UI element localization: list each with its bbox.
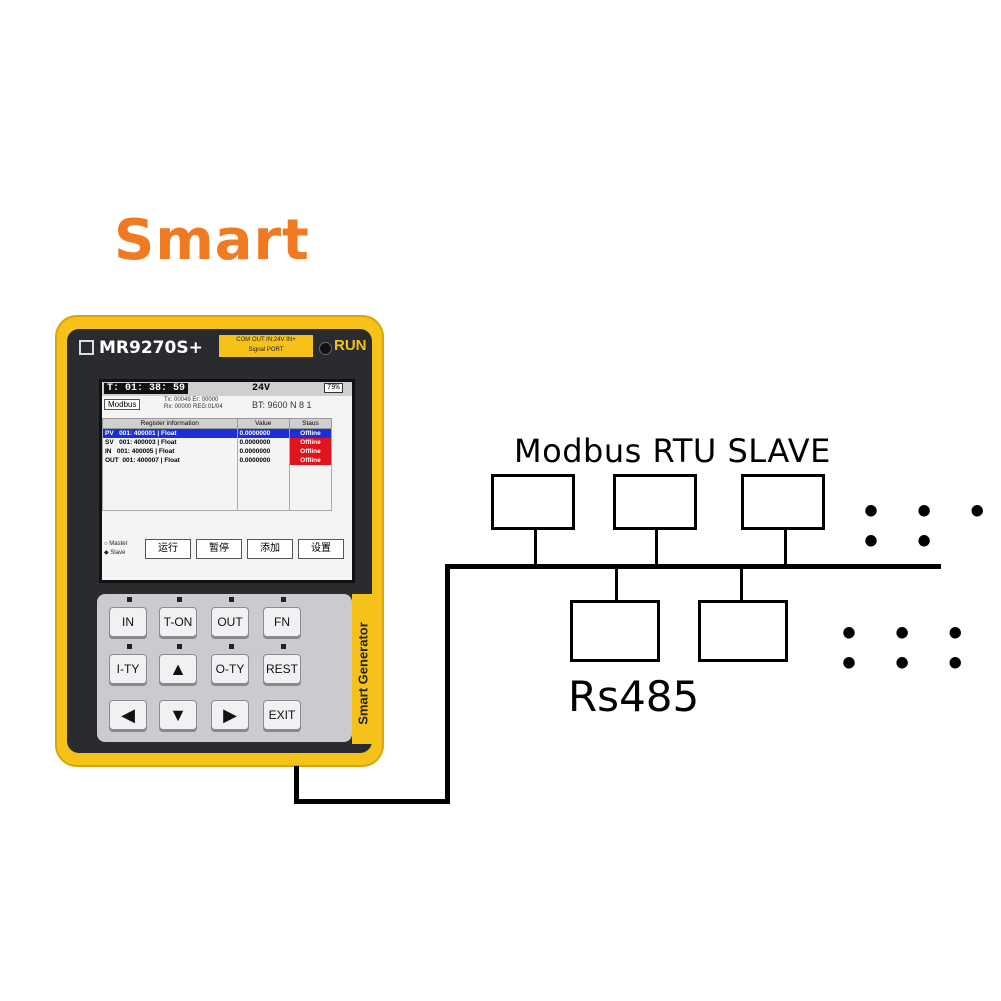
key-indicator-icon xyxy=(177,597,182,602)
device-face: MR9270S+ COM OUT IN:24V IN+ Signal PORT … xyxy=(67,329,372,753)
pause-button[interactable]: 暂停 xyxy=(196,539,242,559)
register-table: Register information Value Staus PV 001:… xyxy=(102,418,333,511)
status-cell: Offline xyxy=(288,447,333,456)
fn-key[interactable]: FN xyxy=(263,607,301,637)
battery-level: 79% xyxy=(324,383,343,393)
cable-segment xyxy=(294,799,450,804)
right-arrow-icon[interactable]: ▶ xyxy=(211,700,249,730)
rx-counter: Rx: 00000 REG:01/04 xyxy=(164,404,223,410)
o-ty-key[interactable]: O-TY xyxy=(211,654,249,684)
rs485-label: Rs485 xyxy=(568,672,700,721)
tx-counter: Tx: 00049 Er: 00000 xyxy=(164,397,219,403)
slave-box xyxy=(570,600,660,662)
run-led-icon xyxy=(319,342,332,355)
out-key[interactable]: OUT xyxy=(211,607,249,637)
title-smart: Smart xyxy=(114,208,310,273)
continuation-dots-bottom: • • • • • • xyxy=(842,611,977,685)
slave-box xyxy=(698,600,788,662)
radio-slave[interactable]: ◆ Slave xyxy=(104,550,126,556)
slave-connector xyxy=(655,530,658,566)
value-cell: 0.0000000 xyxy=(236,447,290,456)
status-cell: Offline xyxy=(288,456,333,465)
side-label-panel: Smart Generator xyxy=(352,594,372,744)
slave-box xyxy=(741,474,825,530)
model-name: MR9270S+ xyxy=(99,338,203,358)
value-cell: 0.0000000 xyxy=(236,456,290,465)
mode-badge: Modbus xyxy=(104,399,141,410)
continuation-dots-top: • • • • • xyxy=(864,489,999,563)
down-arrow-icon[interactable]: ▼ xyxy=(159,700,197,730)
slave-connector xyxy=(615,568,618,602)
table-row xyxy=(102,465,333,474)
tx-rx-counters: Tx: 00049 Er: 00000 Rx: 00000 REG:01/04 xyxy=(164,397,223,411)
col-value: Value xyxy=(236,418,290,429)
in-key[interactable]: IN xyxy=(109,607,147,637)
value-cell: 0.0000000 xyxy=(236,438,290,447)
value-cell: 0.0000000 xyxy=(236,428,290,438)
run-label: RUN xyxy=(334,337,367,354)
t-on-key[interactable]: T-ON xyxy=(159,607,197,637)
key-indicator-icon xyxy=(229,644,234,649)
status-bar: T: 01: 38: 59 24V 79% xyxy=(102,382,352,396)
slave-connector xyxy=(740,568,743,602)
table-row[interactable]: PV 001: 400001 | Float 0.0000000 Offline xyxy=(102,428,333,438)
settings-button[interactable]: 设置 xyxy=(298,539,344,559)
key-indicator-icon xyxy=(127,644,132,649)
slave-box xyxy=(491,474,575,530)
table-row[interactable]: SV 001: 400003 | Float 0.0000000 Offline xyxy=(102,438,333,447)
status-cell: Offline xyxy=(288,428,333,438)
rest-key[interactable]: REST xyxy=(263,654,301,684)
signal-generator-device: MR9270S+ COM OUT IN:24V IN+ Signal PORT … xyxy=(55,315,384,767)
key-indicator-icon xyxy=(127,597,132,602)
run-button[interactable]: 运行 xyxy=(145,539,191,559)
key-indicator-icon xyxy=(281,597,286,602)
key-indicator-icon xyxy=(177,644,182,649)
status-cell: Offline xyxy=(288,438,333,447)
table-row[interactable]: IN 001: 400005 | Float 0.0000000 Offline xyxy=(102,447,333,456)
rs485-bus-line xyxy=(445,564,941,569)
radio-master[interactable]: ○ Master xyxy=(104,541,128,547)
slave-connector xyxy=(534,530,537,566)
port-sub: Signal PORT xyxy=(248,347,284,353)
slave-connector xyxy=(784,530,787,566)
exit-key[interactable]: EXIT xyxy=(263,700,301,730)
signal-port-label: COM OUT IN:24V IN+ Signal PORT xyxy=(219,335,313,357)
cable-segment xyxy=(445,564,450,804)
key-indicator-icon xyxy=(229,597,234,602)
baud-settings: BT: 9600 N 8 1 xyxy=(252,400,312,410)
master-slave-radio[interactable]: ○ Master ◆ Slave xyxy=(104,540,128,558)
voltage: 24V xyxy=(252,383,271,394)
table-row xyxy=(102,501,333,511)
clock: T: 01: 38: 59 xyxy=(104,383,189,394)
power-icon xyxy=(79,340,94,355)
table-row xyxy=(102,474,333,483)
port-labels: COM OUT IN:24V IN+ xyxy=(236,337,296,343)
i-ty-key[interactable]: I-TY xyxy=(109,654,147,684)
cable-segment xyxy=(294,766,299,804)
keypad: Smart Generator IN T-ON OUT FN I-TY ▲ O-… xyxy=(97,594,372,744)
slave-box xyxy=(613,474,697,530)
col-status: Staus xyxy=(288,418,333,429)
key-indicator-icon xyxy=(281,644,286,649)
table-row xyxy=(102,483,333,492)
modbus-rtu-slave-label: Modbus RTU SLAVE xyxy=(514,432,831,470)
table-row xyxy=(102,492,333,501)
table-row[interactable]: OUT 001: 400007 | Float 0.0000000 Offlin… xyxy=(102,456,333,465)
up-arrow-icon[interactable]: ▲ xyxy=(159,654,197,684)
add-button[interactable]: 添加 xyxy=(247,539,293,559)
left-arrow-icon[interactable]: ◀ xyxy=(109,700,147,730)
lcd-screen: T: 01: 38: 59 24V 79% Modbus Tx: 00049 E… xyxy=(99,379,355,583)
